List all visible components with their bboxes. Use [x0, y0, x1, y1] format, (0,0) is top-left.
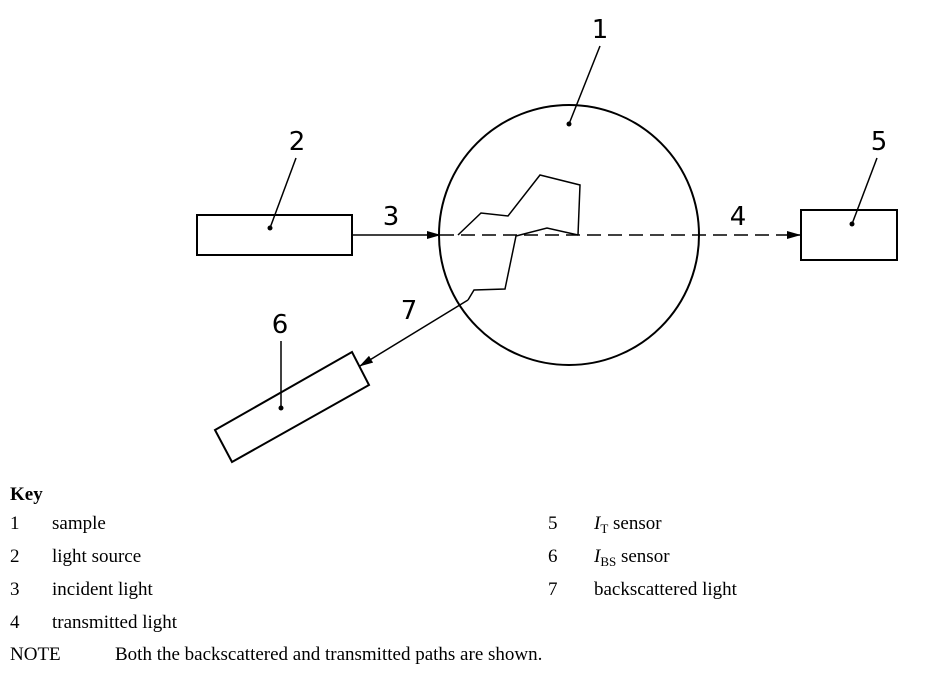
key-legend: Key 1 sample 2 light source 3 incident ligh… [10, 480, 916, 680]
leader-dot-5 [849, 221, 855, 227]
note-label: NOTE [10, 644, 61, 665]
ibs-sensor-box [213, 350, 371, 464]
scatter-path-lower [467, 227, 579, 301]
key-item: 7 backscattered light [548, 578, 737, 611]
key-item: 2 light source [10, 545, 177, 578]
key-item-text: sensor [608, 513, 662, 534]
label-incident-light: 3 [383, 202, 400, 232]
key-item-number: 5 [548, 513, 558, 534]
note-text: Both the backscattered and transmitted p… [115, 644, 543, 665]
scatter-path-upper [457, 174, 581, 236]
key-item-symbol: I [594, 546, 601, 567]
label-it-sensor: 5 [871, 127, 888, 157]
label-backscattered-light: 7 [401, 296, 418, 326]
measurement-diagram: 1 2 3 4 5 6 7 [196, 15, 898, 464]
key-item-text: backscattered light [594, 579, 737, 600]
key-item-number: 4 [10, 612, 20, 633]
key-item-text: light source [52, 546, 142, 567]
key-item-number: 6 [548, 546, 558, 567]
key-item-number: 3 [10, 579, 20, 600]
key-item: 4 transmitted light [10, 611, 177, 644]
key-item-number: 2 [10, 546, 20, 567]
leader-line-1 [568, 45, 601, 125]
label-transmitted-light: 4 [730, 202, 747, 232]
leader-line-2 [269, 157, 297, 229]
key-item-text: sensor [616, 546, 670, 567]
key-item-number: 1 [10, 513, 20, 534]
key-item-subscript: T [600, 521, 609, 536]
key-item-subscript: BS [600, 554, 617, 569]
key-item-number: 7 [548, 579, 558, 600]
key-item: 1 sample [10, 512, 177, 545]
key-item: 5 IT sensor [548, 512, 737, 545]
key-item-symbol: I [594, 513, 601, 534]
leader-dot-6 [278, 405, 284, 411]
note: NOTE Both the backscattered and transmitt… [10, 644, 542, 666]
key-item: 3 incident light [10, 578, 177, 611]
label-sample: 1 [592, 15, 609, 45]
leader-dot-2 [267, 225, 273, 231]
leader-dot-1 [566, 121, 572, 127]
label-light-source: 2 [289, 127, 306, 157]
leader-line-5 [851, 157, 878, 225]
key-item-text: incident light [52, 579, 153, 600]
it-sensor-box [800, 209, 898, 261]
key-column-left: 1 sample 2 light source 3 incident light 4 t… [10, 512, 177, 644]
key-item-text: sample [52, 513, 106, 534]
backscattered-light-arrow [359, 299, 469, 367]
key-title: Key [10, 484, 43, 505]
key-item-text: transmitted light [52, 612, 178, 633]
label-ibs-sensor: 6 [272, 310, 289, 340]
light-source-box [196, 214, 353, 256]
key-item: 6 IBS sensor [548, 545, 737, 578]
